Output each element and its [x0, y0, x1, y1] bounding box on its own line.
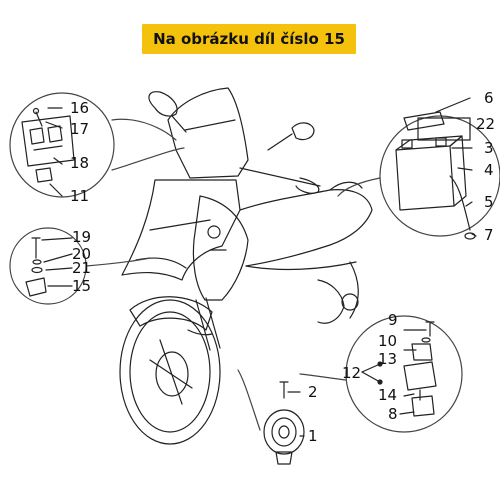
callout-4: 4	[484, 161, 494, 179]
left-mid-detail	[9, 227, 151, 305]
callout-16: 16	[70, 99, 89, 117]
callout-20: 20	[72, 245, 91, 263]
callout-3: 3	[484, 139, 494, 157]
callout-18: 18	[70, 154, 89, 172]
callout-7: 7	[484, 226, 494, 244]
callout-12: 12	[342, 364, 361, 382]
callout-14: 14	[378, 386, 397, 404]
callout-19: 19	[72, 228, 91, 246]
callout-1: 1	[308, 427, 318, 445]
callout-13: 13	[378, 350, 397, 368]
callout-15: 15	[72, 277, 91, 295]
callout-22: 22	[476, 115, 495, 133]
callout-11: 11	[70, 187, 89, 205]
callout-5: 5	[484, 193, 494, 211]
callout-10: 10	[378, 332, 397, 350]
left-top-detail	[9, 92, 185, 198]
callout-21: 21	[72, 259, 91, 277]
callout-8: 8	[388, 405, 398, 423]
part-highlight-banner: Na obrázku díl číslo 15	[142, 24, 356, 54]
callout-9: 9	[388, 311, 398, 329]
right-bottom-detail	[299, 315, 463, 433]
right-top-detail	[337, 97, 500, 240]
callout-6: 6	[484, 89, 494, 107]
scooter-illustration	[119, 87, 373, 445]
horn-detail	[237, 369, 305, 465]
callout-17: 17	[70, 120, 89, 138]
callout-2: 2	[308, 383, 318, 401]
